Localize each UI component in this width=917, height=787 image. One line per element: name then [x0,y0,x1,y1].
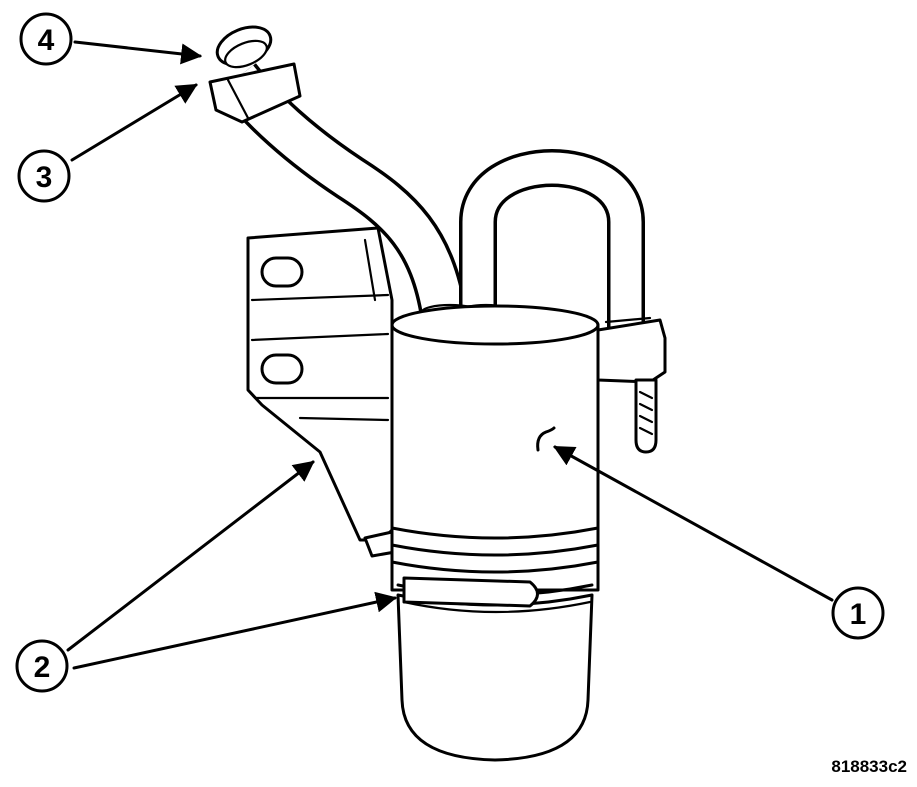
canister-lower-cup [396,576,594,762]
leader-arrow-2a [66,460,315,652]
bracket-lower-slot [260,353,304,385]
loop-tube [459,149,645,330]
canister-label-mark [536,426,556,452]
callout-4: 4 [19,12,73,66]
tube-fitting [208,62,302,124]
callout-1-label: 1 [850,598,867,631]
bracket-upper-slot [260,256,304,288]
callout-2: 2 [15,639,69,693]
figure-id: 818833c2 [831,757,907,776]
callout-1: 1 [831,586,885,640]
o-ring-seal [215,25,273,69]
callout-4-label: 4 [38,24,55,57]
pressure-sensor [596,316,667,454]
leader-arrow-3 [70,83,198,162]
callout-3-label: 3 [36,161,53,194]
callout-2-label: 2 [34,651,51,684]
mounting-bracket [246,226,397,558]
leader-arrow-1 [553,445,834,602]
receiver-drier-canister [390,304,600,597]
leader-lines [66,40,834,670]
callout-3: 3 [17,149,71,203]
leader-arrow-4 [73,40,203,65]
leader-arrow-2b [72,591,398,670]
